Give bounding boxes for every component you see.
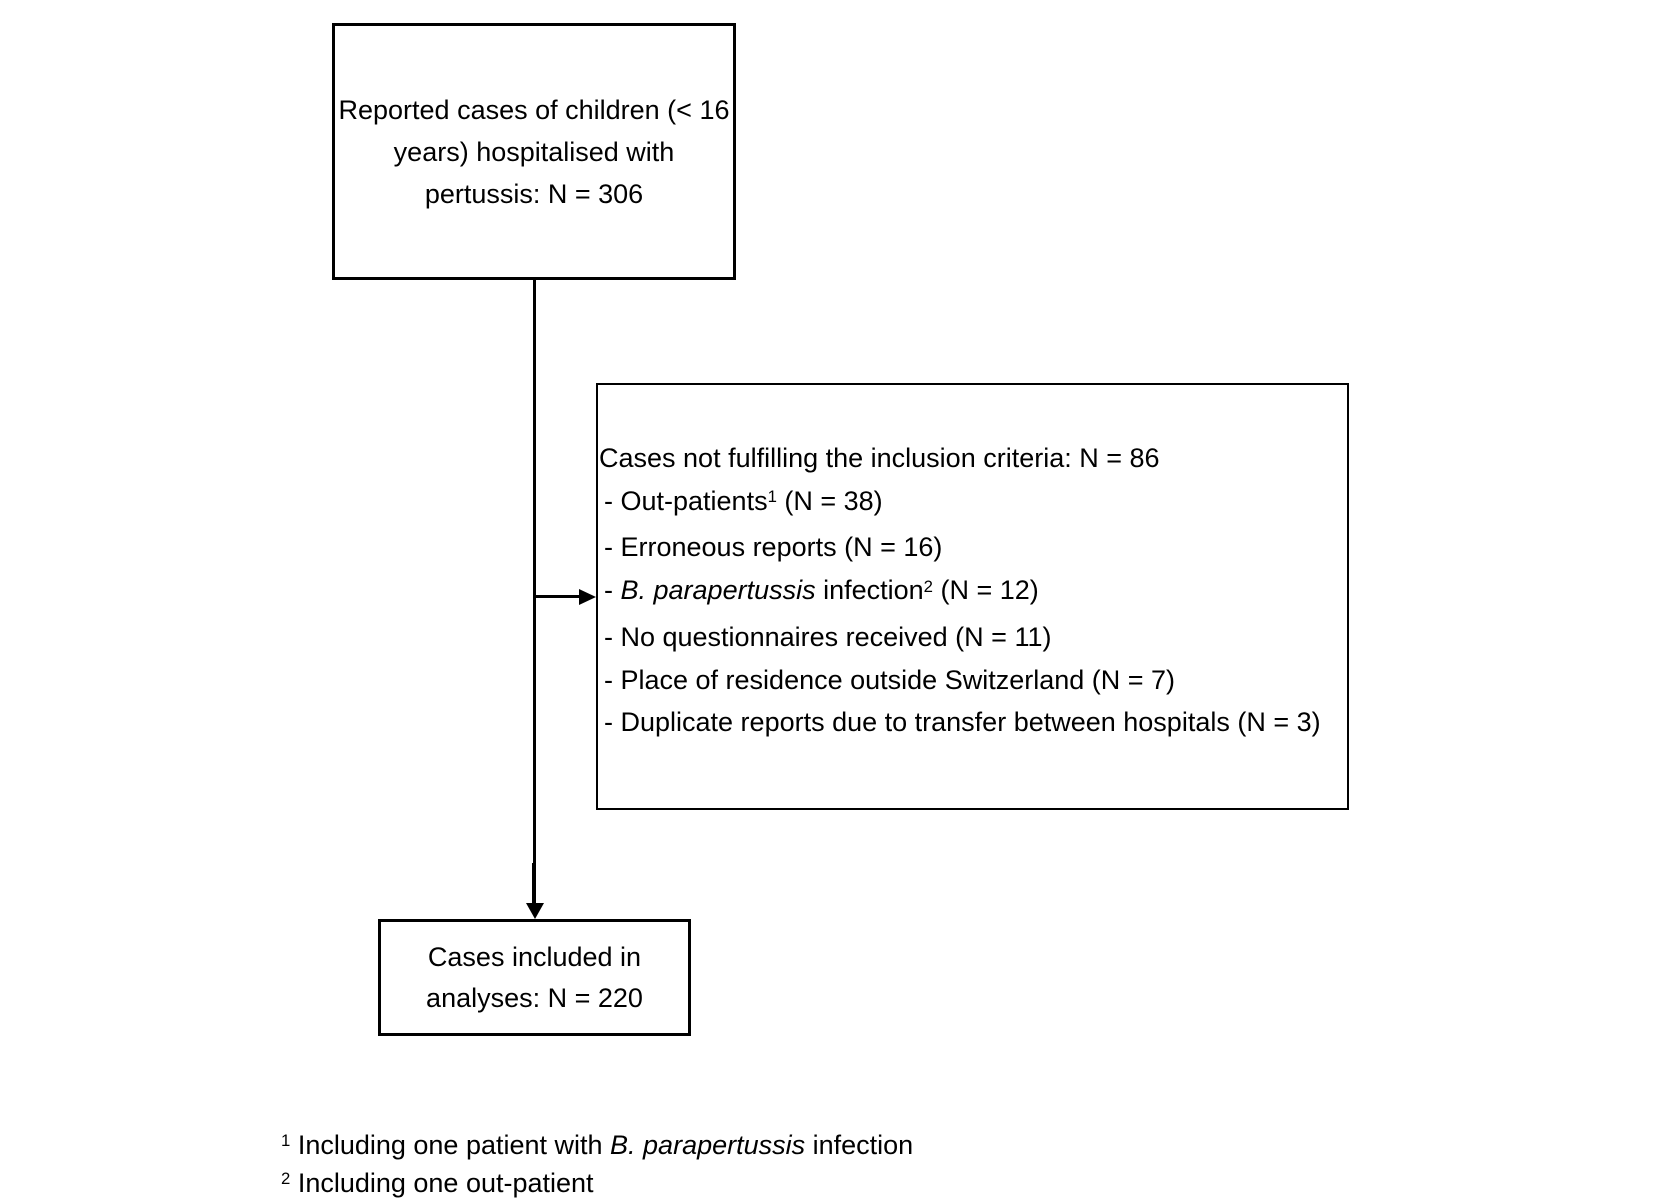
box-exclusions: Cases not fulfilling the inclusion crite… bbox=[596, 383, 1349, 810]
exclusion-item-duplicate-reports: - Duplicate reports due to transfer betw… bbox=[604, 707, 1321, 738]
exclusion-item-parapertussis-text: infection bbox=[815, 575, 924, 606]
footnote-1: 1 Including one patient with B. parapert… bbox=[281, 1128, 913, 1166]
arrowhead-right-icon bbox=[579, 589, 596, 605]
connector-vertical-line-upper bbox=[533, 280, 536, 864]
reported-cases-line-2: years) hospitalised with bbox=[393, 136, 675, 167]
connector-vertical-line-lower bbox=[532, 863, 536, 905]
reported-cases-line-3: pertussis: N = 306 bbox=[424, 178, 644, 209]
exclusion-item-no-questionnaires: - No questionnaires received (N = 11) bbox=[604, 621, 1052, 652]
reported-cases-line-1: Reported cases of children (< 16 bbox=[338, 94, 730, 125]
box-included-cases: Cases included in analyses: N = 220 bbox=[378, 919, 691, 1036]
footnote-marker-1: 1 bbox=[767, 487, 777, 507]
exclusion-item-erroneous-reports: - Erroneous reports (N = 16) bbox=[604, 532, 943, 563]
arrowhead-down-icon bbox=[526, 903, 544, 919]
footnote-2-text: Including one out-patient bbox=[290, 1168, 594, 1198]
exclusion-item-outpatients-text: - Out-patients bbox=[604, 485, 768, 516]
footnote-2: 2 Including one out-patient bbox=[281, 1166, 913, 1198]
footnote-1-marker: 1 bbox=[281, 1131, 291, 1151]
included-cases-line-2: analyses: N = 220 bbox=[426, 982, 643, 1013]
exclusion-item-residence-outside: - Place of residence outside Switzerland… bbox=[604, 664, 1176, 695]
exclusion-item-outpatients: - Out-patients1 (N = 38) bbox=[599, 480, 1347, 527]
exclusion-header: Cases not fulfilling the inclusion crite… bbox=[599, 443, 1160, 473]
box-reported-cases: Reported cases of children (< 16 years) … bbox=[332, 23, 736, 280]
exclusion-item-parapertussis-species: B. parapertussis bbox=[620, 575, 816, 606]
footnote-1-text-end: infection bbox=[805, 1130, 914, 1160]
included-cases-line-1: Cases included in bbox=[427, 941, 642, 972]
exclusion-item-parapertussis-count: (N = 12) bbox=[932, 575, 1039, 606]
footnotes: 1 Including one patient with B. parapert… bbox=[281, 1128, 913, 1198]
connector-horizontal-line bbox=[534, 595, 582, 598]
footnote-marker-2: 2 bbox=[923, 576, 933, 596]
footnote-2-marker: 2 bbox=[281, 1169, 291, 1189]
footnote-1-text: Including one patient with bbox=[290, 1130, 611, 1160]
exclusion-item-parapertussis: - B. parapertussis infection2 (N = 12) bbox=[599, 569, 1347, 616]
exclusion-item-outpatients-count: (N = 38) bbox=[776, 485, 883, 516]
exclusion-item-parapertussis-dash: - bbox=[604, 575, 621, 606]
footnote-1-species: B. parapertussis bbox=[610, 1130, 806, 1160]
